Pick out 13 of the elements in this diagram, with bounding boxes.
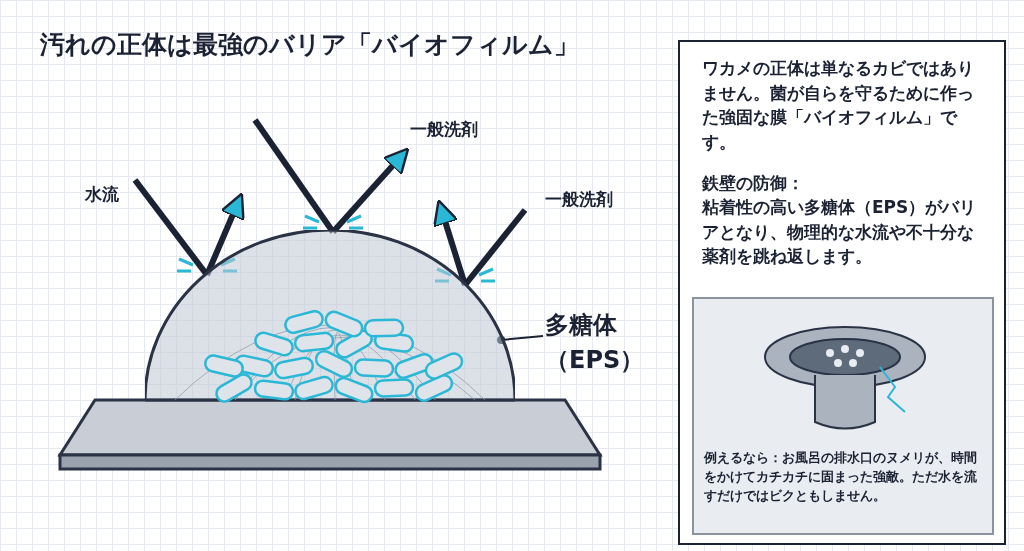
paragraph: ワカメの正体は単なるカビではありません。菌が自らを守るために作った強固な膜「バイオフィルム」です。 (702, 57, 975, 154)
example-card (692, 297, 994, 535)
title: 汚れの正体は最強のバリア「バイオフィルム」 (40, 29, 579, 61)
paragraph: 粘着性の高い多糖体（EPS）がバリアとなり、物理的な水流や不十分な薬剤を跳ね返します。 (702, 196, 978, 269)
subheading: 鉄壁の防御： (702, 171, 805, 195)
leader-line (497, 335, 544, 344)
arrow-label: 一般洗剤 (410, 118, 478, 141)
arrow-label: 一般洗剤 (545, 188, 613, 211)
info-panel (678, 40, 1006, 545)
paragraph: 例えるなら：お風呂の排水口のヌメリが、時間をかけてカチカチに固まった強敵。ただ水を流すだけではビクともしません。 (704, 449, 978, 505)
arrow-label: 水流 (85, 183, 119, 206)
biofilm-dome-drawing (145, 230, 515, 405)
part-label: 多糖体（EPS） (545, 310, 641, 376)
